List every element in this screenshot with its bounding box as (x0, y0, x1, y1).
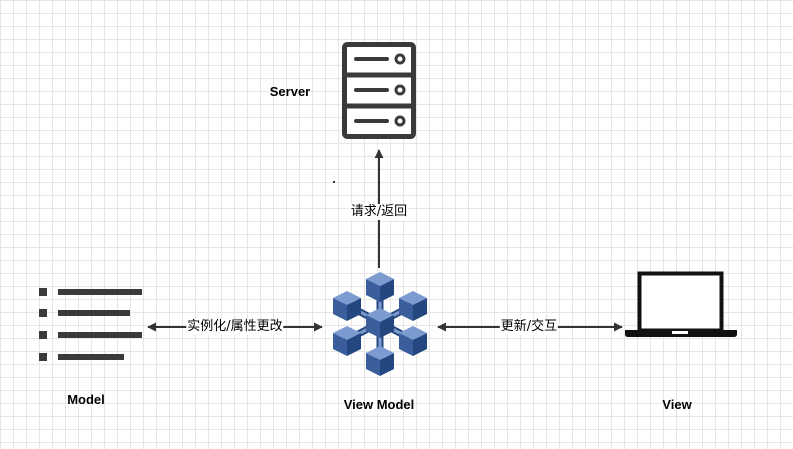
view-model-label: View Model (343, 397, 415, 412)
server-icon (342, 42, 416, 139)
laptop-icon (625, 271, 737, 337)
edge-label-vm-server: 请求/返回 (349, 204, 409, 220)
stray-dot (333, 181, 335, 183)
server-label: Server (269, 84, 311, 99)
model-label: Model (67, 392, 105, 407)
edge-label-vm-view: 更新/交互 (499, 319, 559, 335)
list-icon (39, 288, 142, 361)
edge-label-model-vm: 实例化/属性更改 (186, 319, 284, 335)
network-cubes-icon (333, 272, 427, 376)
view-label: View (662, 397, 692, 412)
